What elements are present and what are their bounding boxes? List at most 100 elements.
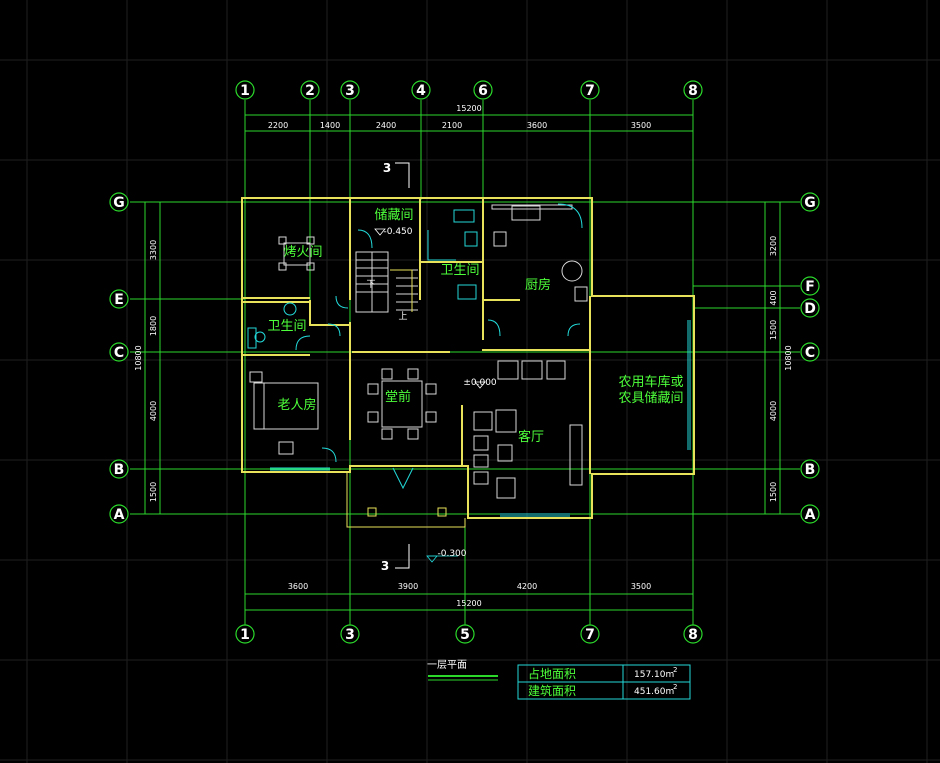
stair-down-label: 下 bbox=[366, 280, 375, 290]
axis-bubble-top-7: 7 bbox=[580, 80, 600, 100]
dim-right-5: 1500 bbox=[769, 482, 778, 502]
area-label-footprint: 占地面积 bbox=[528, 666, 576, 681]
svg-text:7: 7 bbox=[585, 627, 595, 643]
room-label-bath-upper: 卫生间 bbox=[440, 263, 479, 278]
axis-bubble-bottom-8: 8 bbox=[683, 624, 703, 644]
svg-text:3: 3 bbox=[381, 559, 389, 573]
svg-text:3: 3 bbox=[383, 161, 391, 175]
axis-bubble-right-C: C bbox=[800, 342, 820, 362]
svg-text:2: 2 bbox=[305, 83, 315, 99]
area-label-floor: 建筑面积 bbox=[528, 683, 576, 698]
dim-top-4: 2100 bbox=[442, 121, 462, 130]
axis-bubble-top-8: 8 bbox=[683, 80, 703, 100]
room-label-bath-left: 卫生间 bbox=[267, 319, 306, 334]
svg-text:3: 3 bbox=[345, 627, 355, 643]
room-label-garage-2: 农具储藏间 bbox=[618, 391, 683, 406]
axis-bubble-top-3: 3 bbox=[340, 80, 360, 100]
dimension-lines bbox=[144, 114, 781, 611]
svg-text:3: 3 bbox=[345, 83, 355, 99]
axis-bubble-left-B: B bbox=[109, 459, 129, 479]
axis-bubble-left-A: A bbox=[109, 504, 129, 524]
axis-bubble-right-D: D bbox=[800, 298, 820, 318]
svg-text:B: B bbox=[114, 462, 125, 478]
dim-right-3: 1500 bbox=[769, 320, 778, 340]
dim-bottom-4: 3500 bbox=[631, 582, 651, 591]
svg-text:一层平面: 一层平面 bbox=[427, 659, 467, 671]
axis-bubble-bottom-3: 3 bbox=[340, 624, 360, 644]
dim-top-6: 3500 bbox=[631, 121, 651, 130]
room-label-dining: 堂前 bbox=[385, 389, 411, 405]
dim-top-5: 3600 bbox=[527, 121, 547, 130]
section-mark-bottom: 3 bbox=[381, 544, 410, 573]
room-label-fire-room: 烤火间 bbox=[283, 245, 322, 260]
staircase bbox=[355, 251, 418, 313]
room-label-elder-room: 老人房 bbox=[277, 397, 316, 413]
axis-bubble-bottom-1: 1 bbox=[235, 624, 255, 644]
svg-text:G: G bbox=[804, 195, 816, 211]
dim-right-total: 10800 bbox=[784, 345, 793, 370]
svg-text:-0.300: -0.300 bbox=[437, 549, 466, 559]
axis-grid-lines bbox=[130, 100, 800, 625]
svg-text:8: 8 bbox=[688, 83, 698, 99]
dim-top-1: 2200 bbox=[268, 121, 288, 130]
furniture bbox=[249, 204, 588, 499]
area-table: 占地面积 建筑面积 157.10m 451.60m 2 2 bbox=[517, 664, 691, 700]
dim-left-1: 3300 bbox=[149, 240, 158, 260]
svg-text:C: C bbox=[114, 345, 124, 361]
section-mark-top: 3 bbox=[383, 161, 410, 188]
dim-top-3: 2400 bbox=[376, 121, 396, 130]
dim-bottom-3: 4200 bbox=[517, 582, 537, 591]
dim-left-total: 10800 bbox=[134, 345, 143, 370]
room-label-living: 客厅 bbox=[518, 429, 544, 445]
svg-text:4: 4 bbox=[416, 83, 426, 99]
room-label-storage: 储藏间 bbox=[374, 208, 413, 223]
stair-up-label: 上 bbox=[398, 311, 407, 322]
axis-bubble-right-A: A bbox=[800, 504, 820, 524]
dim-bottom-1: 3600 bbox=[288, 582, 308, 591]
plan-title: 一层平面 bbox=[427, 659, 498, 681]
axis-bubble-right-F: F bbox=[800, 276, 820, 296]
axis-bubble-left-G: G bbox=[109, 192, 129, 212]
svg-text:F: F bbox=[805, 279, 815, 295]
svg-text:E: E bbox=[114, 292, 124, 308]
dim-left-4: 1500 bbox=[149, 482, 158, 502]
room-label-garage-1: 农用车库或 bbox=[618, 374, 683, 390]
svg-text:5: 5 bbox=[460, 627, 470, 643]
axis-bubble-top-1: 1 bbox=[235, 80, 255, 100]
area-unit-sup-1: 2 bbox=[673, 666, 677, 674]
svg-text:-0.450: -0.450 bbox=[383, 227, 412, 237]
axis-bubble-right-G: G bbox=[800, 192, 820, 212]
svg-text:±0.000: ±0.000 bbox=[463, 378, 497, 388]
svg-text:8: 8 bbox=[688, 627, 698, 643]
dim-bottom-2: 3900 bbox=[398, 582, 418, 591]
sanitary-fixtures bbox=[247, 203, 691, 517]
dim-top-2: 1400 bbox=[320, 121, 340, 130]
axis-bubble-top-2: 2 bbox=[300, 80, 320, 100]
svg-text:A: A bbox=[805, 507, 816, 523]
axis-bubble-top-4: 4 bbox=[411, 80, 431, 100]
room-label-kitchen: 厨房 bbox=[525, 277, 551, 293]
dim-top-total: 15200 bbox=[456, 104, 481, 113]
axis-bubble-left-E: E bbox=[109, 289, 129, 309]
svg-text:D: D bbox=[804, 301, 816, 317]
area-value-footprint: 157.10m bbox=[634, 670, 674, 680]
svg-text:6: 6 bbox=[478, 83, 488, 99]
axis-bubble-left-C: C bbox=[109, 342, 129, 362]
area-value-floor: 451.60m bbox=[634, 687, 674, 697]
axis-bubble-bottom-5: 5 bbox=[455, 624, 475, 644]
axis-bubble-top-6: 6 bbox=[473, 80, 493, 100]
dim-right-4: 4000 bbox=[769, 401, 778, 421]
svg-text:C: C bbox=[805, 345, 815, 361]
level-marker-storage: -0.450 bbox=[374, 227, 413, 237]
dim-right-1: 3200 bbox=[769, 236, 778, 256]
svg-text:G: G bbox=[113, 195, 125, 211]
dim-left-3: 4000 bbox=[149, 401, 158, 421]
dim-left-2: 1800 bbox=[149, 316, 158, 336]
level-marker-porch: -0.300 bbox=[426, 549, 467, 563]
axis-bubble-bottom-7: 7 bbox=[580, 624, 600, 644]
axis-bubble-right-B: B bbox=[800, 459, 820, 479]
svg-text:B: B bbox=[805, 462, 816, 478]
area-unit-sup-2: 2 bbox=[673, 683, 677, 691]
